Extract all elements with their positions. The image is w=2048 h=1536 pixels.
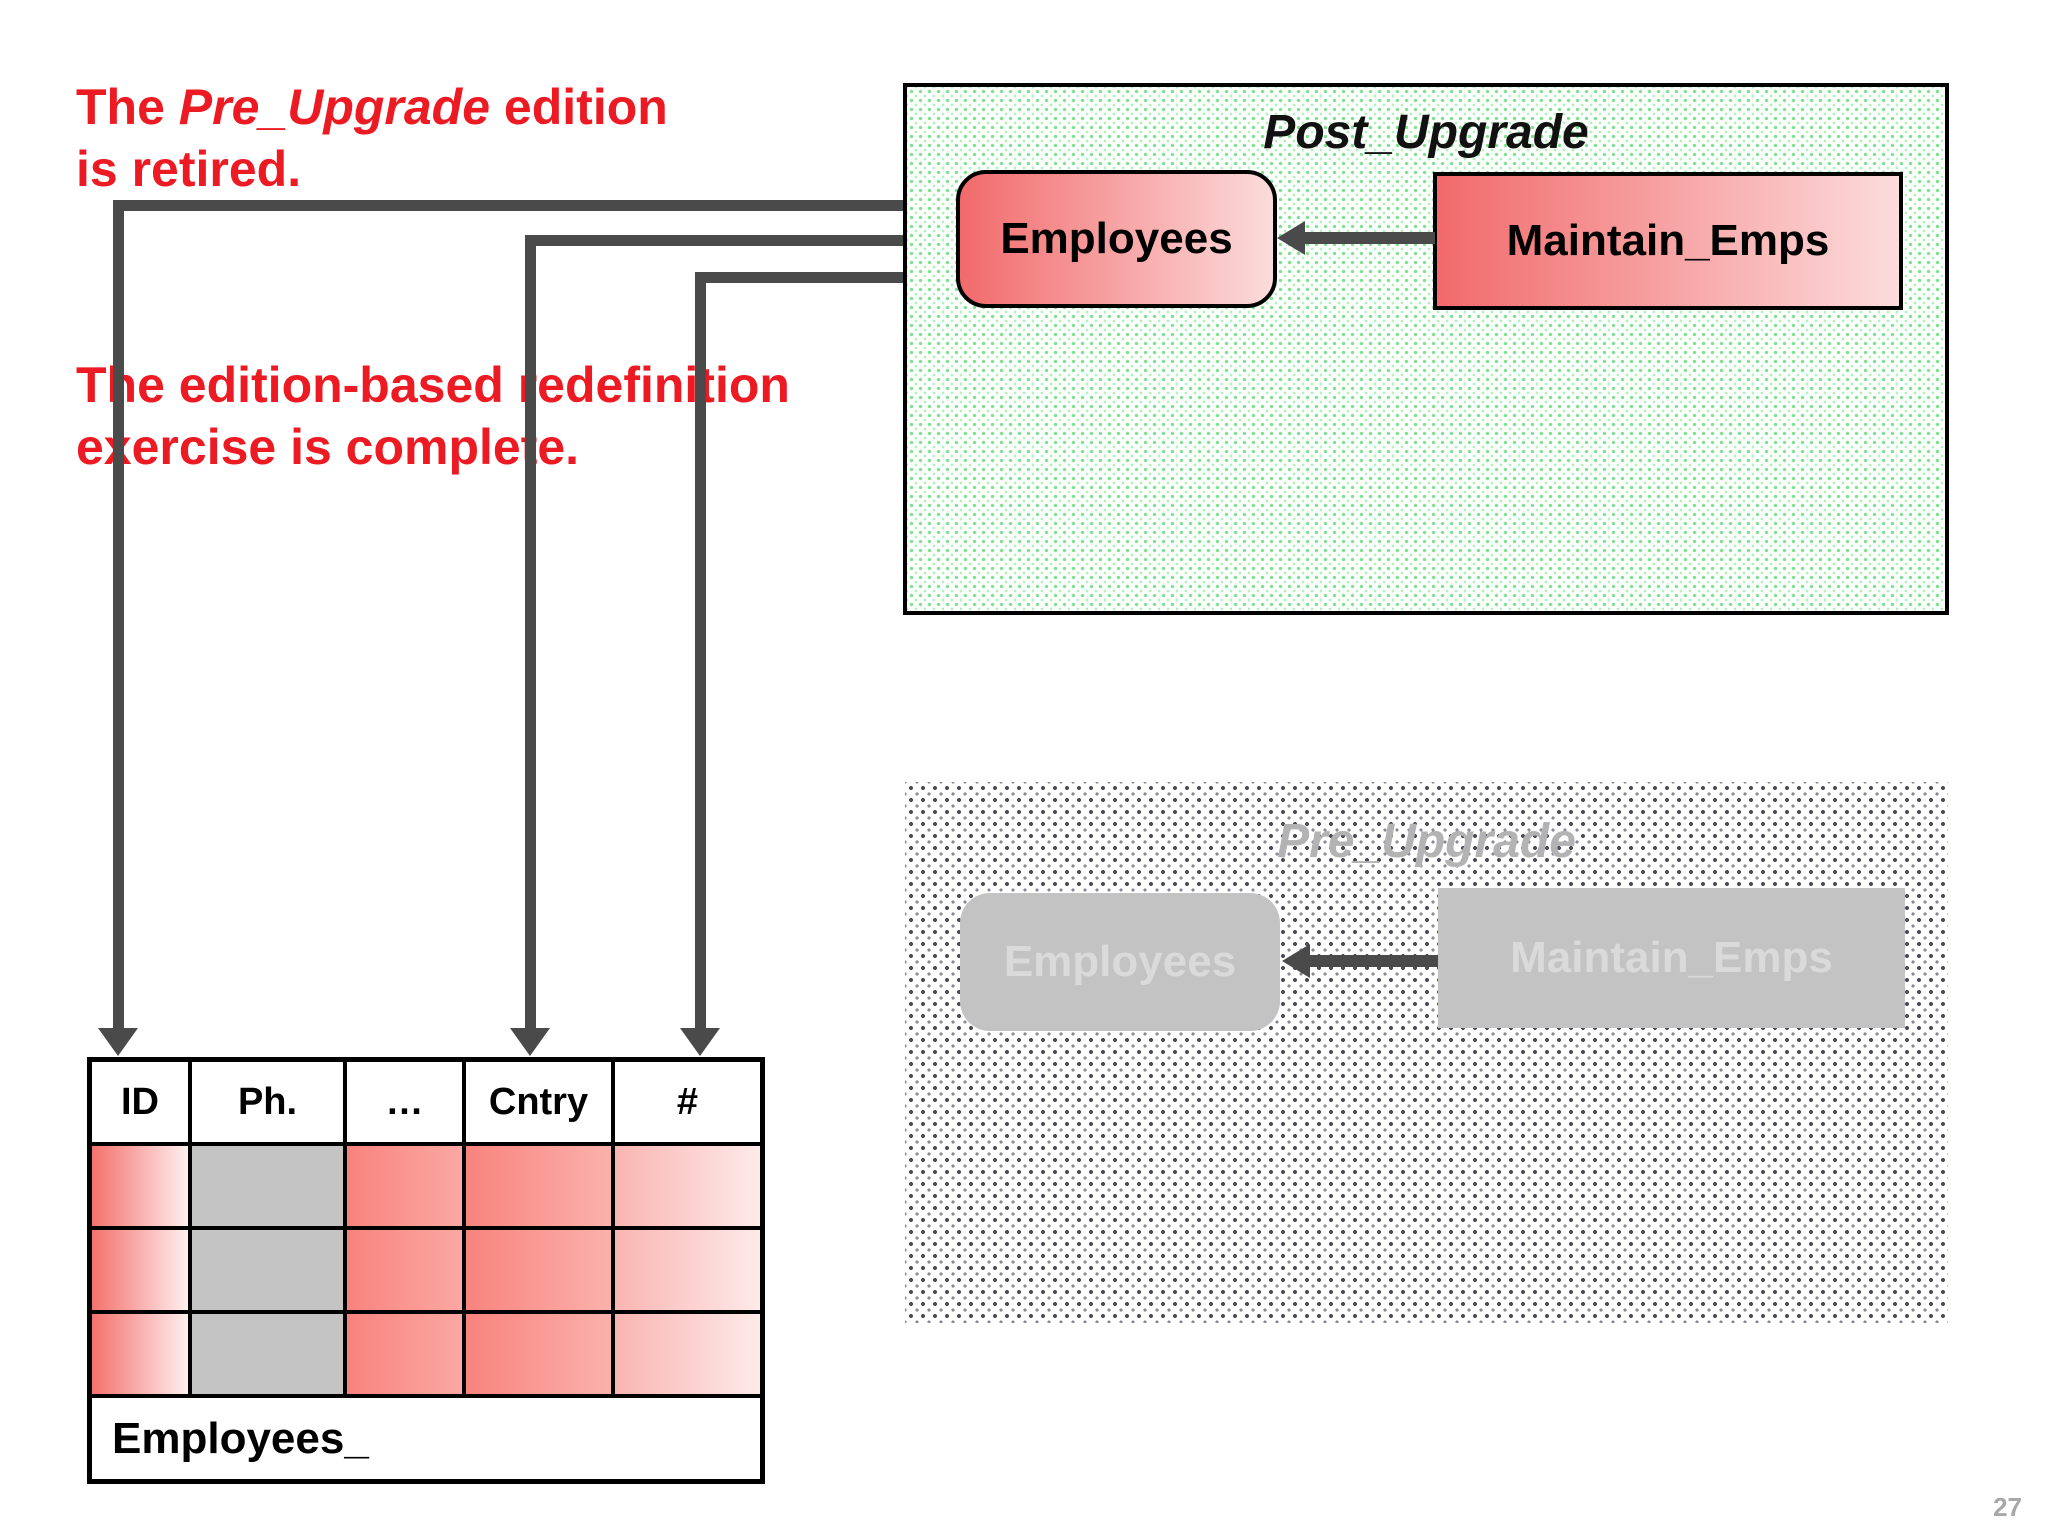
annotation-line: is retired. — [76, 141, 302, 197]
connector-line-horizontal-1 — [113, 200, 957, 211]
post-maintain-emps-node: Maintain_Emps — [1433, 172, 1903, 310]
page-number: 27 — [1993, 1492, 2022, 1522]
annotation-exercise-complete: The edition-based redefinition exercise … — [76, 354, 790, 478]
table-cell — [92, 1314, 188, 1394]
pre-upgrade-edition-box: Pre_Upgrade — [905, 782, 1948, 1323]
table-cell — [615, 1314, 760, 1394]
pre-maintain-emps-node: Maintain_Emps — [1438, 888, 1905, 1028]
pre-employees-node: Employees — [960, 893, 1280, 1031]
post-employees-node: Employees — [956, 170, 1277, 308]
annotation-pre-upgrade-retired: The Pre_Upgrade edition is retired. — [76, 76, 668, 200]
annotation-line: exercise is complete. — [76, 419, 580, 475]
post-upgrade-edition-box: Post_Upgrade — [903, 83, 1949, 615]
table-cell — [92, 1146, 188, 1226]
table-cell — [466, 1230, 611, 1310]
post-dependency-arrow — [1303, 232, 1435, 244]
table-header-ph: Ph. — [192, 1062, 343, 1142]
down-arrow-icon — [680, 1028, 720, 1056]
post-employees-label: Employees — [1000, 214, 1233, 263]
pre-dependency-arrow — [1308, 955, 1438, 967]
annotation-emphasis: Pre_Upgrade — [178, 79, 491, 135]
connector-line-vertical-1 — [113, 200, 124, 1030]
connector-line-horizontal-2 — [525, 235, 957, 246]
left-arrow-icon — [1282, 944, 1310, 978]
table-cell — [466, 1146, 611, 1226]
left-arrow-icon — [1277, 221, 1305, 255]
pre-employees-label: Employees — [1003, 937, 1237, 986]
connector-line-vertical-3 — [695, 272, 706, 1030]
table-header-cntry: Cntry — [466, 1062, 611, 1142]
table-cell — [192, 1146, 343, 1226]
down-arrow-icon — [98, 1028, 138, 1056]
annotation-line: The Pre_Upgrade edition — [76, 79, 668, 135]
table-cell — [192, 1230, 343, 1310]
pre-maintain-emps-label: Maintain_Emps — [1510, 933, 1833, 982]
connector-line-horizontal-3 — [695, 272, 957, 283]
pre-upgrade-title: Pre_Upgrade — [1277, 815, 1576, 868]
table-header-id: ID — [92, 1062, 188, 1142]
table-cell — [347, 1230, 462, 1310]
post-maintain-emps-label: Maintain_Emps — [1506, 216, 1830, 265]
employees-table: ID Ph. … Cntry # Employees_ — [87, 1057, 765, 1484]
table-cell — [92, 1230, 188, 1310]
down-arrow-icon — [510, 1028, 550, 1056]
connector-line-vertical-2 — [525, 235, 536, 1030]
annotation-line: The edition-based redefinition — [76, 357, 790, 413]
table-cell — [466, 1314, 611, 1394]
post-upgrade-title: Post_Upgrade — [1263, 106, 1589, 159]
table-cell — [347, 1314, 462, 1394]
table-cell — [615, 1146, 760, 1226]
table-header-num: # — [615, 1062, 760, 1142]
table-cell — [347, 1146, 462, 1226]
table-cell — [615, 1230, 760, 1310]
table-footer-label: Employees_ — [92, 1398, 760, 1479]
table-cell — [192, 1314, 343, 1394]
table-header-ellipsis: … — [347, 1062, 462, 1142]
